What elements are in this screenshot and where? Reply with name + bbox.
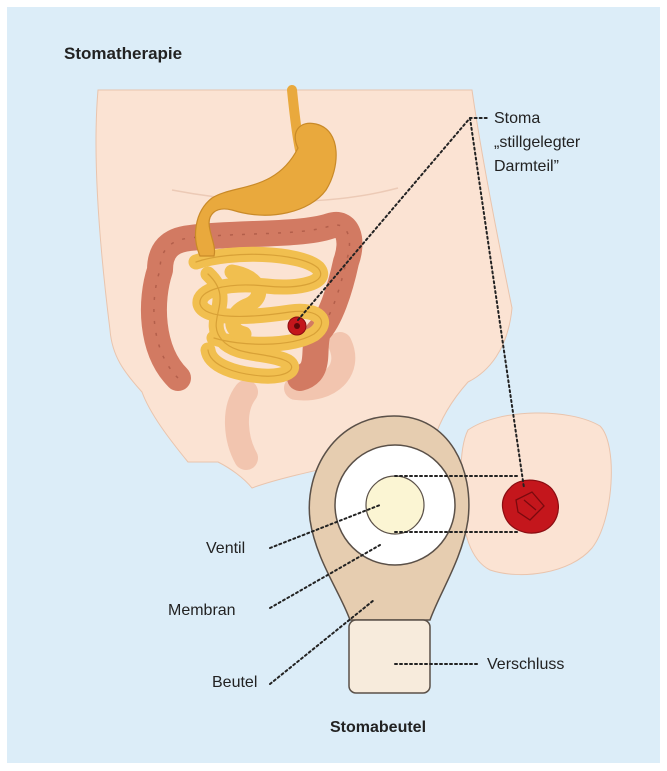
label-stoma-detail-1: „stillgelegter bbox=[494, 132, 580, 153]
label-ventil: Ventil bbox=[206, 538, 245, 559]
label-stoma-detail-2: Darmteil” bbox=[494, 156, 559, 177]
label-verschluss: Verschluss bbox=[487, 654, 564, 675]
bag-valve bbox=[366, 476, 424, 534]
label-beutel: Beutel bbox=[212, 672, 257, 693]
bag-closure bbox=[349, 620, 430, 693]
figure-caption: Stomabeutel bbox=[330, 717, 426, 738]
label-stoma: Stoma bbox=[494, 108, 540, 129]
label-membran: Membran bbox=[168, 600, 236, 621]
page-title: Stomatherapie bbox=[64, 43, 182, 64]
stoma-closeup bbox=[502, 480, 558, 533]
